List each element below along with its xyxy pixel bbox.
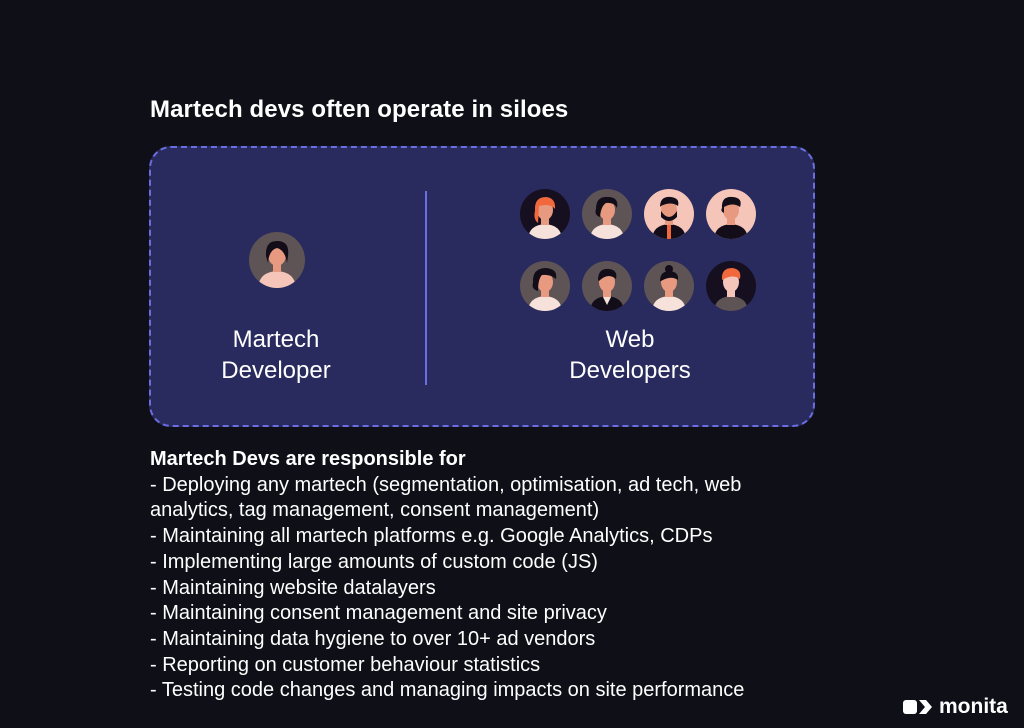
silo-divider bbox=[425, 191, 427, 385]
web-developer-avatar-icon bbox=[706, 261, 756, 311]
web-developer-avatar-icon bbox=[582, 189, 632, 239]
web-developers-label-line2: Developers bbox=[569, 357, 691, 384]
responsibility-line: - Maintaining all martech platforms e.g.… bbox=[150, 525, 713, 548]
monita-logo-icon bbox=[903, 700, 932, 714]
martech-developer-label-line1: Martech bbox=[232, 326, 320, 353]
responsibility-line: - Testing code changes and managing impa… bbox=[150, 679, 745, 702]
martech-developer-label-line2: Developer bbox=[221, 357, 331, 384]
web-developer-avatar-icon bbox=[644, 189, 694, 239]
martech-developer-avatar-icon bbox=[249, 232, 305, 288]
slide-title: Martech devs often operate in siloes bbox=[150, 96, 569, 123]
monita-logo: monita bbox=[903, 696, 1008, 718]
responsibility-line: - Reporting on customer behaviour statis… bbox=[150, 653, 541, 676]
martech-developer-label: Martech Developer bbox=[176, 324, 376, 386]
responsibilities-list: Martech Devs are responsible for - Deplo… bbox=[150, 447, 870, 704]
responsibility-line: - Maintaining website datalayers bbox=[150, 576, 436, 599]
responsibility-line: - Deploying any martech (segmentation, o… bbox=[150, 473, 742, 496]
web-developer-avatar-icon bbox=[582, 261, 632, 311]
silo-panel bbox=[149, 146, 815, 427]
web-developer-avatar-icon bbox=[520, 189, 570, 239]
web-developer-avatar-icon bbox=[644, 261, 694, 311]
web-developers-label: Web Developers bbox=[530, 324, 730, 386]
responsibility-line: - Maintaining consent management and sit… bbox=[150, 602, 607, 625]
responsibility-line: - Maintaining data hygiene to over 10+ a… bbox=[150, 627, 596, 650]
brand-name: monita bbox=[939, 695, 1008, 718]
responsibilities-title: Martech Devs are responsible for bbox=[150, 448, 466, 470]
web-developer-avatar-icon bbox=[706, 189, 756, 239]
web-developers-label-line1: Web bbox=[605, 326, 655, 353]
responsibility-line: analytics, tag management, consent manag… bbox=[150, 499, 600, 522]
web-developer-avatar-icon bbox=[520, 261, 570, 311]
responsibility-line: - Implementing large amounts of custom c… bbox=[150, 550, 598, 573]
